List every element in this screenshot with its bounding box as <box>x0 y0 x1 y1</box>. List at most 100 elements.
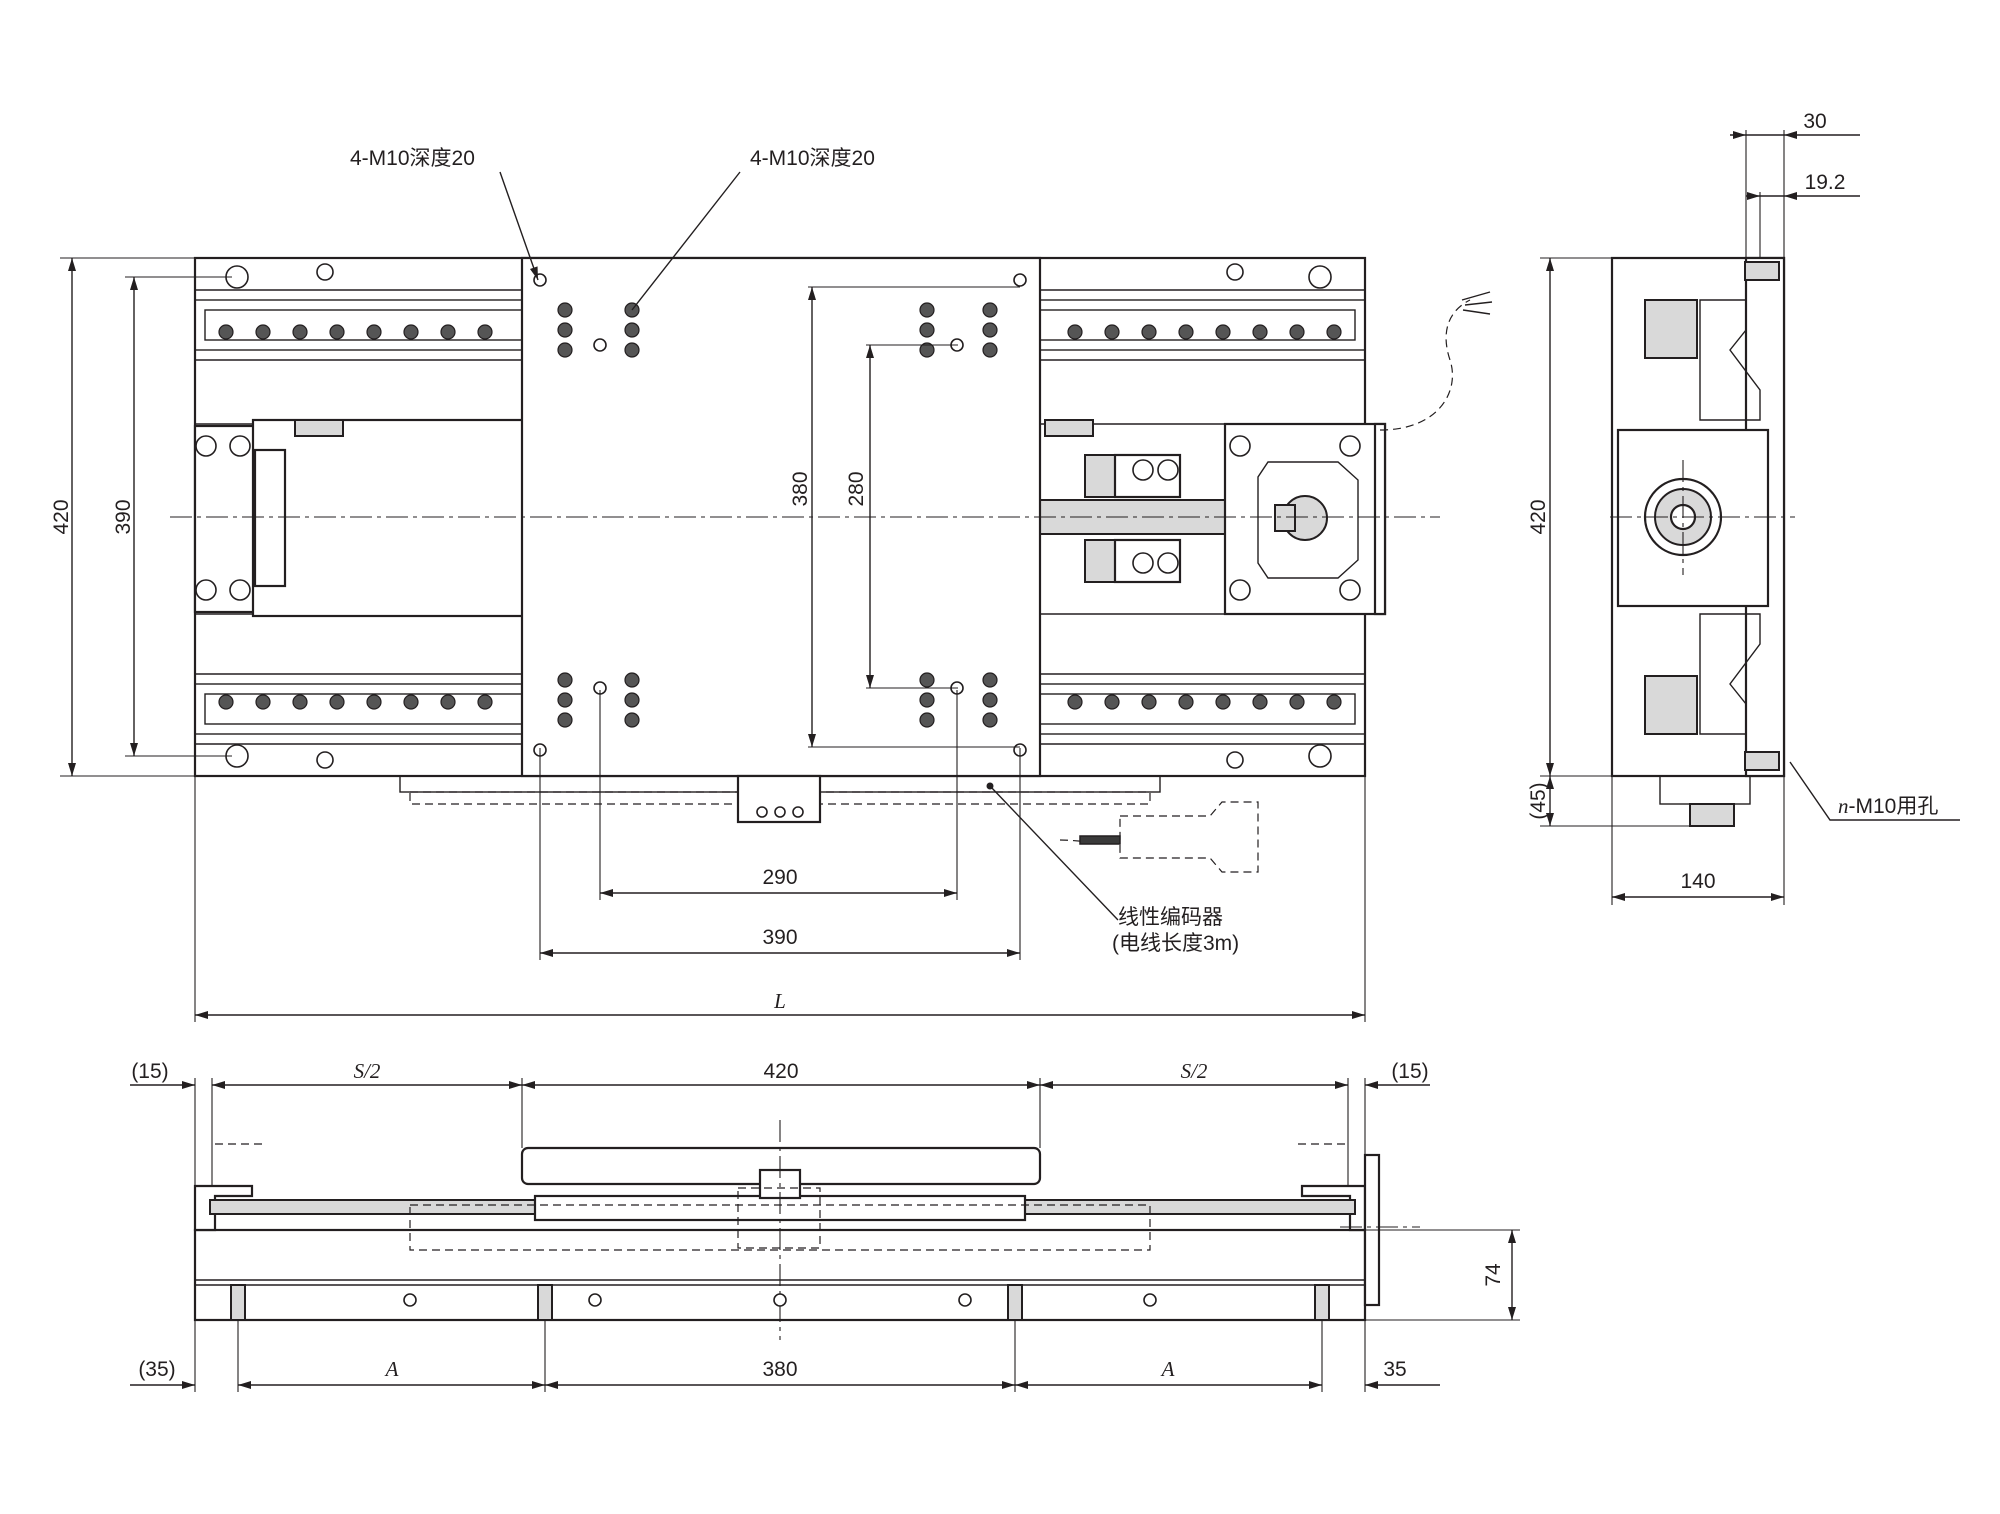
rail-bolt <box>1215 324 1231 340</box>
base-hole <box>316 263 334 281</box>
end-block-hole <box>1229 435 1251 457</box>
dim-pitch-right: A <box>1160 1357 1175 1381</box>
side-view-dimensions <box>1540 130 1960 905</box>
block-hole <box>1132 552 1154 574</box>
rail-bolt <box>1178 694 1194 710</box>
left-bearing-housing <box>251 418 525 618</box>
dim-74-front: 74 <box>1482 1263 1505 1287</box>
end-block-hole <box>195 579 217 601</box>
end-block-hole <box>229 579 251 601</box>
rail-bolt <box>1178 324 1194 340</box>
motor-flange <box>1373 422 1387 616</box>
dim-420-top-view: 420 <box>50 499 73 534</box>
table-bolt <box>919 342 935 358</box>
rail-bolt <box>1067 694 1083 710</box>
encoder-head-block <box>736 774 822 824</box>
rail-bolt <box>329 694 345 710</box>
dim-19-2-side: 19.2 <box>1805 171 1846 194</box>
end-block-hole <box>229 435 251 457</box>
table-bolt <box>557 342 573 358</box>
rail-bolt <box>218 324 234 340</box>
dim-35-right: 35 <box>1383 1358 1406 1381</box>
front-view-hole <box>588 1293 602 1307</box>
base-bolt <box>537 1284 553 1321</box>
end-block-hole <box>1339 579 1361 601</box>
dim-390-table: 390 <box>762 926 797 949</box>
dim-overall-length: L <box>773 989 786 1013</box>
rail-bolt <box>1141 324 1157 340</box>
table-bolt <box>919 692 935 708</box>
table-bolt <box>982 692 998 708</box>
base-hole <box>1226 263 1244 281</box>
side-view <box>1610 256 1795 827</box>
rail-bolt <box>1215 694 1231 710</box>
dim-390-top-view: 390 <box>112 499 135 534</box>
rail-bolt <box>292 694 308 710</box>
table-tap-hole <box>593 338 607 352</box>
front-view-bolts <box>230 1284 1330 1321</box>
table-bolt <box>919 302 935 318</box>
base-mount-hole <box>1308 744 1332 768</box>
front-view-hole <box>403 1293 417 1307</box>
callout-encoder-line2: (电线长度3m) <box>1112 932 1239 955</box>
rail-bolt <box>255 324 271 340</box>
callout-tap-holes-left: 4-M10深度20 <box>350 147 475 170</box>
table-tap-hole <box>1013 273 1027 287</box>
rail-bolt <box>1326 324 1342 340</box>
rail-bolt <box>403 694 419 710</box>
front-view-hole <box>958 1293 972 1307</box>
dim-30-side: 30 <box>1803 110 1826 133</box>
side-view-rail-block <box>1644 299 1698 359</box>
table-bolt <box>557 692 573 708</box>
side-view-labels: 30 19.2 420 (45) 140 n-M10用孔 <box>1527 110 1938 893</box>
table-bolt <box>919 712 935 728</box>
table-bolt <box>557 672 573 688</box>
dim-15-left: (15) <box>131 1060 168 1083</box>
rail-bolt <box>1289 694 1305 710</box>
rail-bolt <box>255 694 271 710</box>
base-hole <box>1226 751 1244 769</box>
table-bolt <box>919 322 935 338</box>
table-holes <box>195 263 1361 769</box>
dim-45-side: (45) <box>1527 782 1550 819</box>
rail-bolt <box>1141 694 1157 710</box>
dim-15-right: (15) <box>1391 1060 1428 1083</box>
rail-bolt <box>1104 324 1120 340</box>
rail-bolt <box>292 324 308 340</box>
base-bolt <box>1314 1284 1330 1321</box>
dim-pitch-left: A <box>384 1357 399 1381</box>
top-view-labels: 4-M10深度20 4-M10深度20 420 390 380 280 290 … <box>50 147 1239 1013</box>
side-view-profile <box>1699 299 1761 421</box>
table-bolt <box>982 342 998 358</box>
table-bolt <box>982 322 998 338</box>
callout-side-holes: n-M10用孔 <box>1838 794 1938 818</box>
rail-bolt <box>1289 324 1305 340</box>
rail-bolt <box>1252 694 1268 710</box>
table-bolt <box>557 302 573 318</box>
table-bolt <box>624 342 640 358</box>
table-bolt <box>919 672 935 688</box>
table-bolt <box>557 322 573 338</box>
top-view <box>170 256 1493 873</box>
dim-420-table-front: 420 <box>763 1060 798 1083</box>
rail-bolt <box>440 324 456 340</box>
table-bolt <box>624 672 640 688</box>
table-bolt <box>624 322 640 338</box>
table-bolt <box>624 692 640 708</box>
rail-bolt <box>477 324 493 340</box>
base-bolt <box>230 1284 246 1321</box>
table-bolt <box>982 712 998 728</box>
table-bolt <box>624 712 640 728</box>
dim-half-stroke-left: S/2 <box>354 1059 381 1083</box>
dim-380-front: 380 <box>762 1358 797 1381</box>
rail-bolt <box>1326 694 1342 710</box>
limit-sensor <box>294 419 344 437</box>
rail-bolt <box>1104 694 1120 710</box>
dim-half-stroke-right: S/2 <box>1181 1059 1208 1083</box>
dim-280-table: 280 <box>845 471 868 506</box>
side-view-rail-block <box>1644 675 1698 735</box>
table-bolt <box>557 712 573 728</box>
top-view-dimensions <box>60 171 1366 1022</box>
callout-encoder-line1: 线性编码器 <box>1118 906 1223 929</box>
